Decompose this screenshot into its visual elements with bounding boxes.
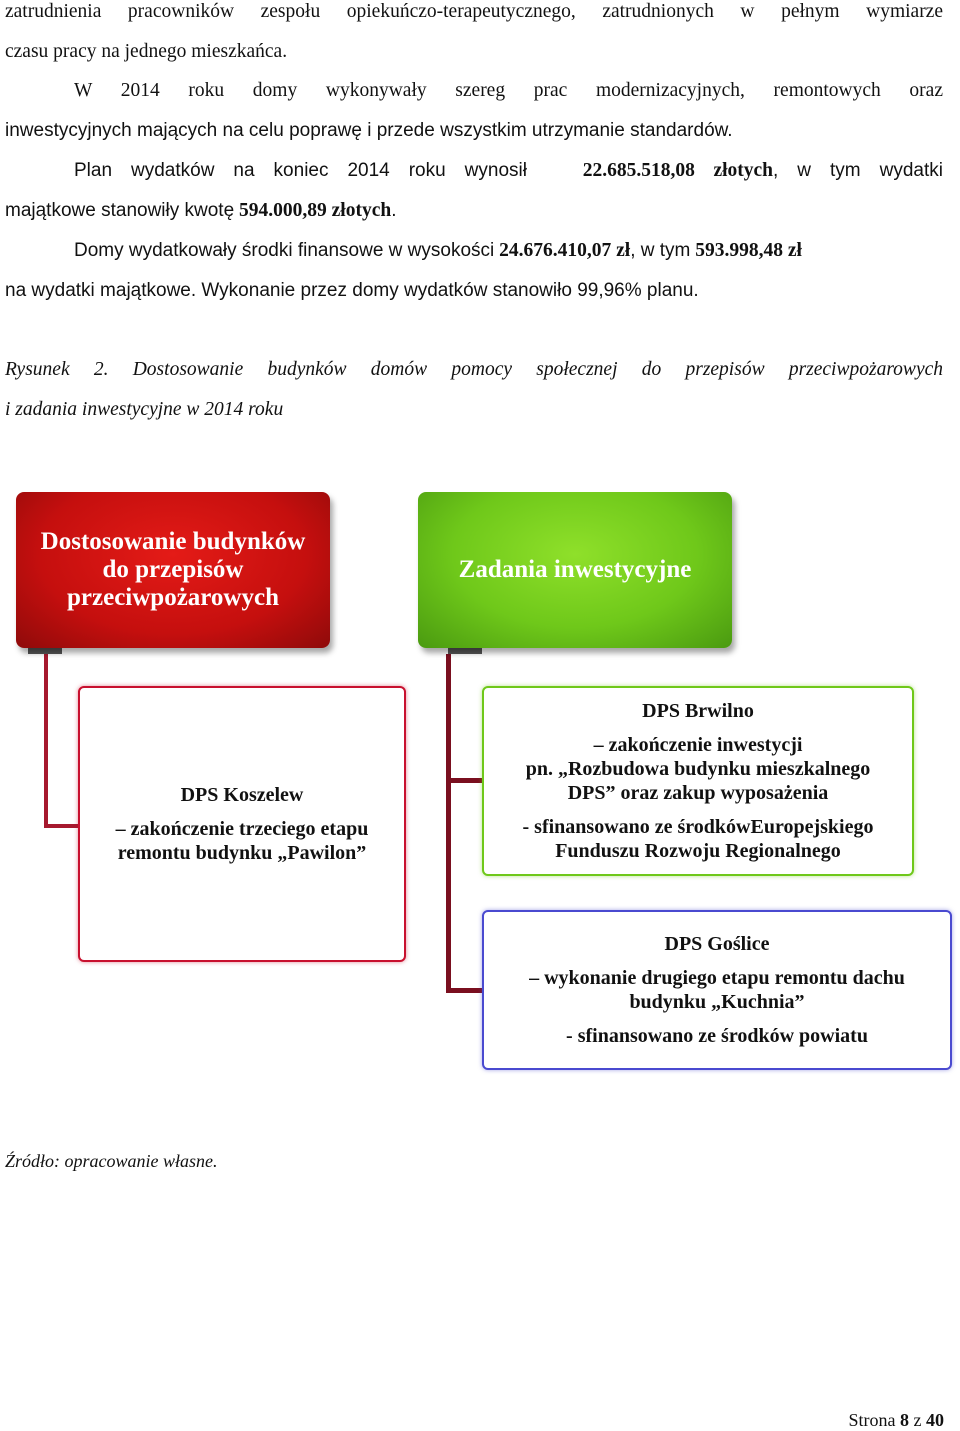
box-text: remontu budynku „Pawilon”: [117, 842, 367, 864]
paragraph-line: czasu pracy na jednego mieszkańca.: [5, 41, 288, 62]
page-number: Strona 8 z 40: [848, 1410, 945, 1430]
fire-safety-box: Dostosowanie budynków do przepisów przec…: [16, 492, 330, 648]
paragraph-line: na wydatki majątkowe. Wykonanie przez do…: [5, 280, 699, 301]
box-text: Funduszu Rozwoju Regionalnego: [555, 840, 841, 862]
figure-caption: Rysunek 2. Dostosowanie budynków domów p…: [5, 359, 943, 380]
paragraph-line: W 2014 roku domy wykonywały szereg prac …: [74, 80, 943, 101]
box-text: - sfinansowano ze środkówEuropejskiego: [522, 816, 874, 838]
box-text: – zakończenie inwestycji: [593, 734, 803, 756]
figure-caption: i zadania inwestycyjne w 2014 roku: [5, 399, 284, 420]
connector-line: [446, 778, 484, 783]
paragraph-line: majątkowe stanowiły kwotę 594.000,89 zło…: [5, 200, 397, 221]
box-label: Dostosowanie budynków: [40, 528, 306, 555]
connector-tab: [28, 648, 62, 654]
dps-koszelew-box: DPS Koszelew – zakończenie trzeciego eta…: [78, 686, 406, 962]
box-title: DPS Koszelew: [180, 784, 304, 806]
paragraph-line: inwestycyjnych mających na celu poprawę …: [5, 120, 733, 141]
box-text: budynku „Kuchnia”: [629, 991, 805, 1013]
connector-line: [446, 654, 451, 992]
box-text: DPS” oraz zakup wyposażenia: [567, 782, 829, 804]
connector-tab: [448, 648, 482, 654]
figure-source: Źródło: opracowanie własne.: [5, 1151, 218, 1171]
box-label: do przepisów: [102, 556, 244, 583]
connector-line: [44, 824, 80, 828]
box-text: – zakończenie trzeciego etapu: [115, 818, 369, 840]
box-title: DPS Goślice: [664, 933, 770, 955]
paragraph-line: Plan wydatków na koniec 2014 roku wynosi…: [74, 160, 943, 181]
dps-brwilno-box: DPS Brwilno – zakończenie inwestycji pn.…: [482, 686, 914, 876]
paragraph-line: zatrudnienia pracowników zespołu opiekuń…: [5, 1, 943, 22]
box-text: – wykonanie drugiego etapu remontu dachu: [529, 967, 905, 989]
dps-goslice-box: DPS Goślice – wykonanie drugiego etapu r…: [482, 910, 952, 1070]
investment-tasks-box: Zadania inwestycyjne: [418, 492, 732, 648]
box-label: Zadania inwestycyjne: [458, 556, 692, 583]
box-label: przeciwpożarowych: [67, 584, 279, 611]
paragraph-line: Domy wydatkowały środki finansowe w wyso…: [74, 240, 802, 261]
box-text: - sfinansowano ze środków powiatu: [566, 1025, 868, 1047]
connector-line: [44, 654, 48, 826]
box-text: pn. „Rozbudowa budynku mieszkalnego: [525, 758, 871, 780]
box-title: DPS Brwilno: [642, 700, 754, 722]
connector-line: [446, 988, 484, 993]
